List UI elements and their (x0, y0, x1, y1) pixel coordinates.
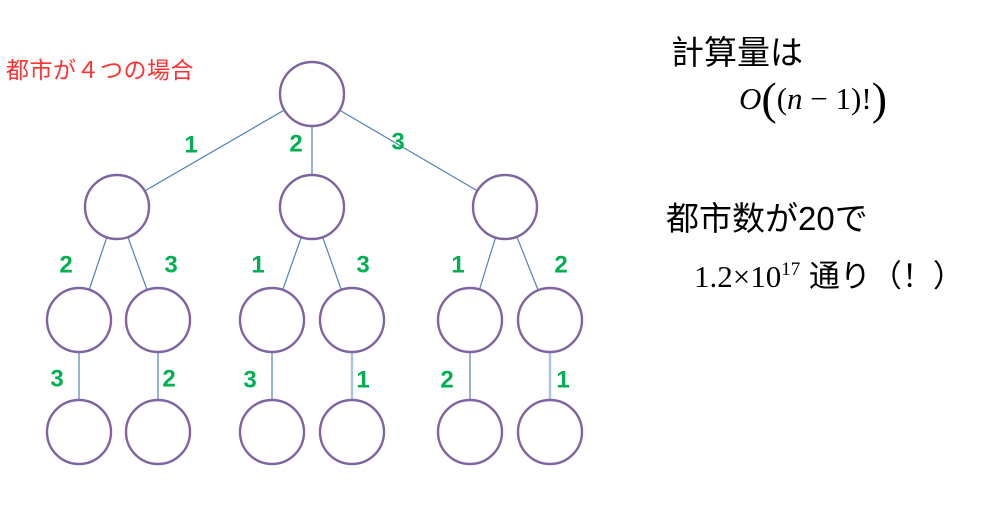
route-count-line: 1.2×1017 通り（！） (694, 251, 964, 296)
tree-edge (311, 93, 506, 208)
tree-node (471, 173, 539, 241)
formula-part: O (739, 81, 762, 116)
tree-node (45, 286, 113, 354)
formula-part: 1.2×10 (694, 259, 782, 294)
formula-part: ( (776, 81, 788, 116)
edge-label: 1 (251, 252, 264, 279)
edge-label: 2 (554, 252, 567, 279)
tree-node (238, 398, 306, 466)
formula-part: − 1 (802, 81, 852, 116)
tree-node (124, 286, 192, 354)
edge-label: 1 (184, 132, 197, 159)
edge-label: 2 (59, 252, 72, 279)
edge-label: 3 (391, 129, 404, 156)
edge-label: 3 (243, 367, 256, 394)
edge-label: 1 (451, 252, 464, 279)
tree-node (516, 286, 584, 354)
tree-node (278, 173, 346, 241)
formula-part: 通り（！） (800, 259, 964, 294)
edge-label: 2 (440, 367, 453, 394)
formula-part: ) (871, 73, 888, 124)
edge-label: 3 (164, 252, 177, 279)
edge-label: 2 (162, 366, 175, 393)
search-tree-diagram: 1 2 3 2 3 1 3 1 2 3 2 3 1 2 1 (45, 60, 584, 466)
tree-node (318, 398, 386, 466)
tree-node (516, 398, 584, 466)
edge-label: 3 (50, 366, 63, 393)
formula-part: n (787, 81, 803, 116)
complexity-formula: O((n − 1)!) (739, 72, 887, 125)
tree-node (318, 286, 386, 354)
formula-part: ( (761, 73, 777, 124)
edge-label: 3 (356, 252, 369, 279)
formula-part: )! (851, 81, 872, 116)
tree-node (124, 398, 192, 466)
edge-label: 2 (289, 131, 302, 158)
tree-node (83, 173, 151, 241)
edge-label: 1 (356, 367, 369, 394)
case-label: 都市が４つの場合 (6, 57, 194, 83)
tree-node (436, 398, 504, 466)
tree-edge (116, 93, 313, 208)
tree-node (45, 398, 113, 466)
tree-node (278, 60, 346, 128)
formula-part: 17 (781, 259, 801, 280)
cities-count-label: 都市数が20で (666, 200, 868, 237)
tree-node (436, 286, 504, 354)
complexity-heading: 計算量は (671, 34, 803, 71)
edge-label: 1 (556, 367, 569, 394)
tree-node (238, 286, 306, 354)
